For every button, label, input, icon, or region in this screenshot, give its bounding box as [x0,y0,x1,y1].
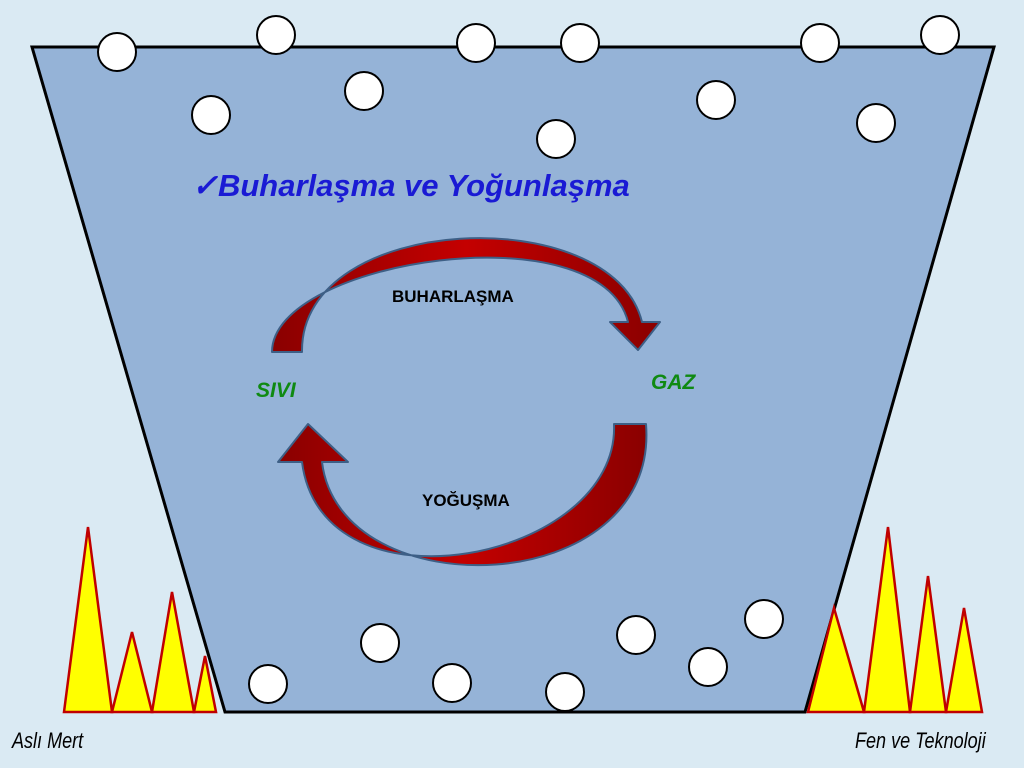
container-vessel [30,45,996,714]
particle-circle [744,599,784,639]
particle-circle [432,663,472,703]
particle-circle [536,119,576,159]
flame-icon [862,526,912,714]
particle-circle [248,664,288,704]
flame-group-left [62,526,218,714]
author-footer: Aslı Mert [12,728,84,753]
particle-circle [856,103,896,143]
gas-particles [97,15,960,159]
subject-footer: Fen ve Teknoloji [855,728,986,753]
particle-circle [97,32,137,72]
liquid-state-label: SIVI [256,379,296,402]
particle-circle [800,23,840,63]
evaporation-arrow [271,237,661,353]
particle-circle [456,23,496,63]
flame-icon [806,603,866,714]
particle-circle [191,95,231,135]
check-icon: ✓ [192,168,218,203]
particle-circle [344,71,384,111]
evaporation-label: BUHARLAŞMA [392,287,514,306]
slide-title-text: Buharlaşma ve Yoğunlaşma [217,168,630,203]
particle-circle [696,80,736,120]
particle-circle [256,15,296,55]
slide-title: ✓Buharlaşma ve Yoğunlaşma [192,168,630,204]
flame-icon [192,655,218,714]
flame-icon [908,575,948,714]
condensation-label: YOĞUŞMA [422,491,510,510]
particle-circle [688,647,728,687]
flame-group-right [806,526,984,714]
gas-state-label: GAZ [651,371,696,394]
particle-circle [545,672,585,712]
flame-icon [944,607,984,714]
flame-icon [150,591,196,714]
particle-circle [616,615,656,655]
condensation-arrow [277,423,648,567]
particle-circle [920,15,960,55]
flame-icon [62,526,114,714]
particle-circle [560,23,600,63]
particle-circle [360,623,400,663]
liquid-particles [248,599,784,712]
flame-icon [110,631,154,714]
